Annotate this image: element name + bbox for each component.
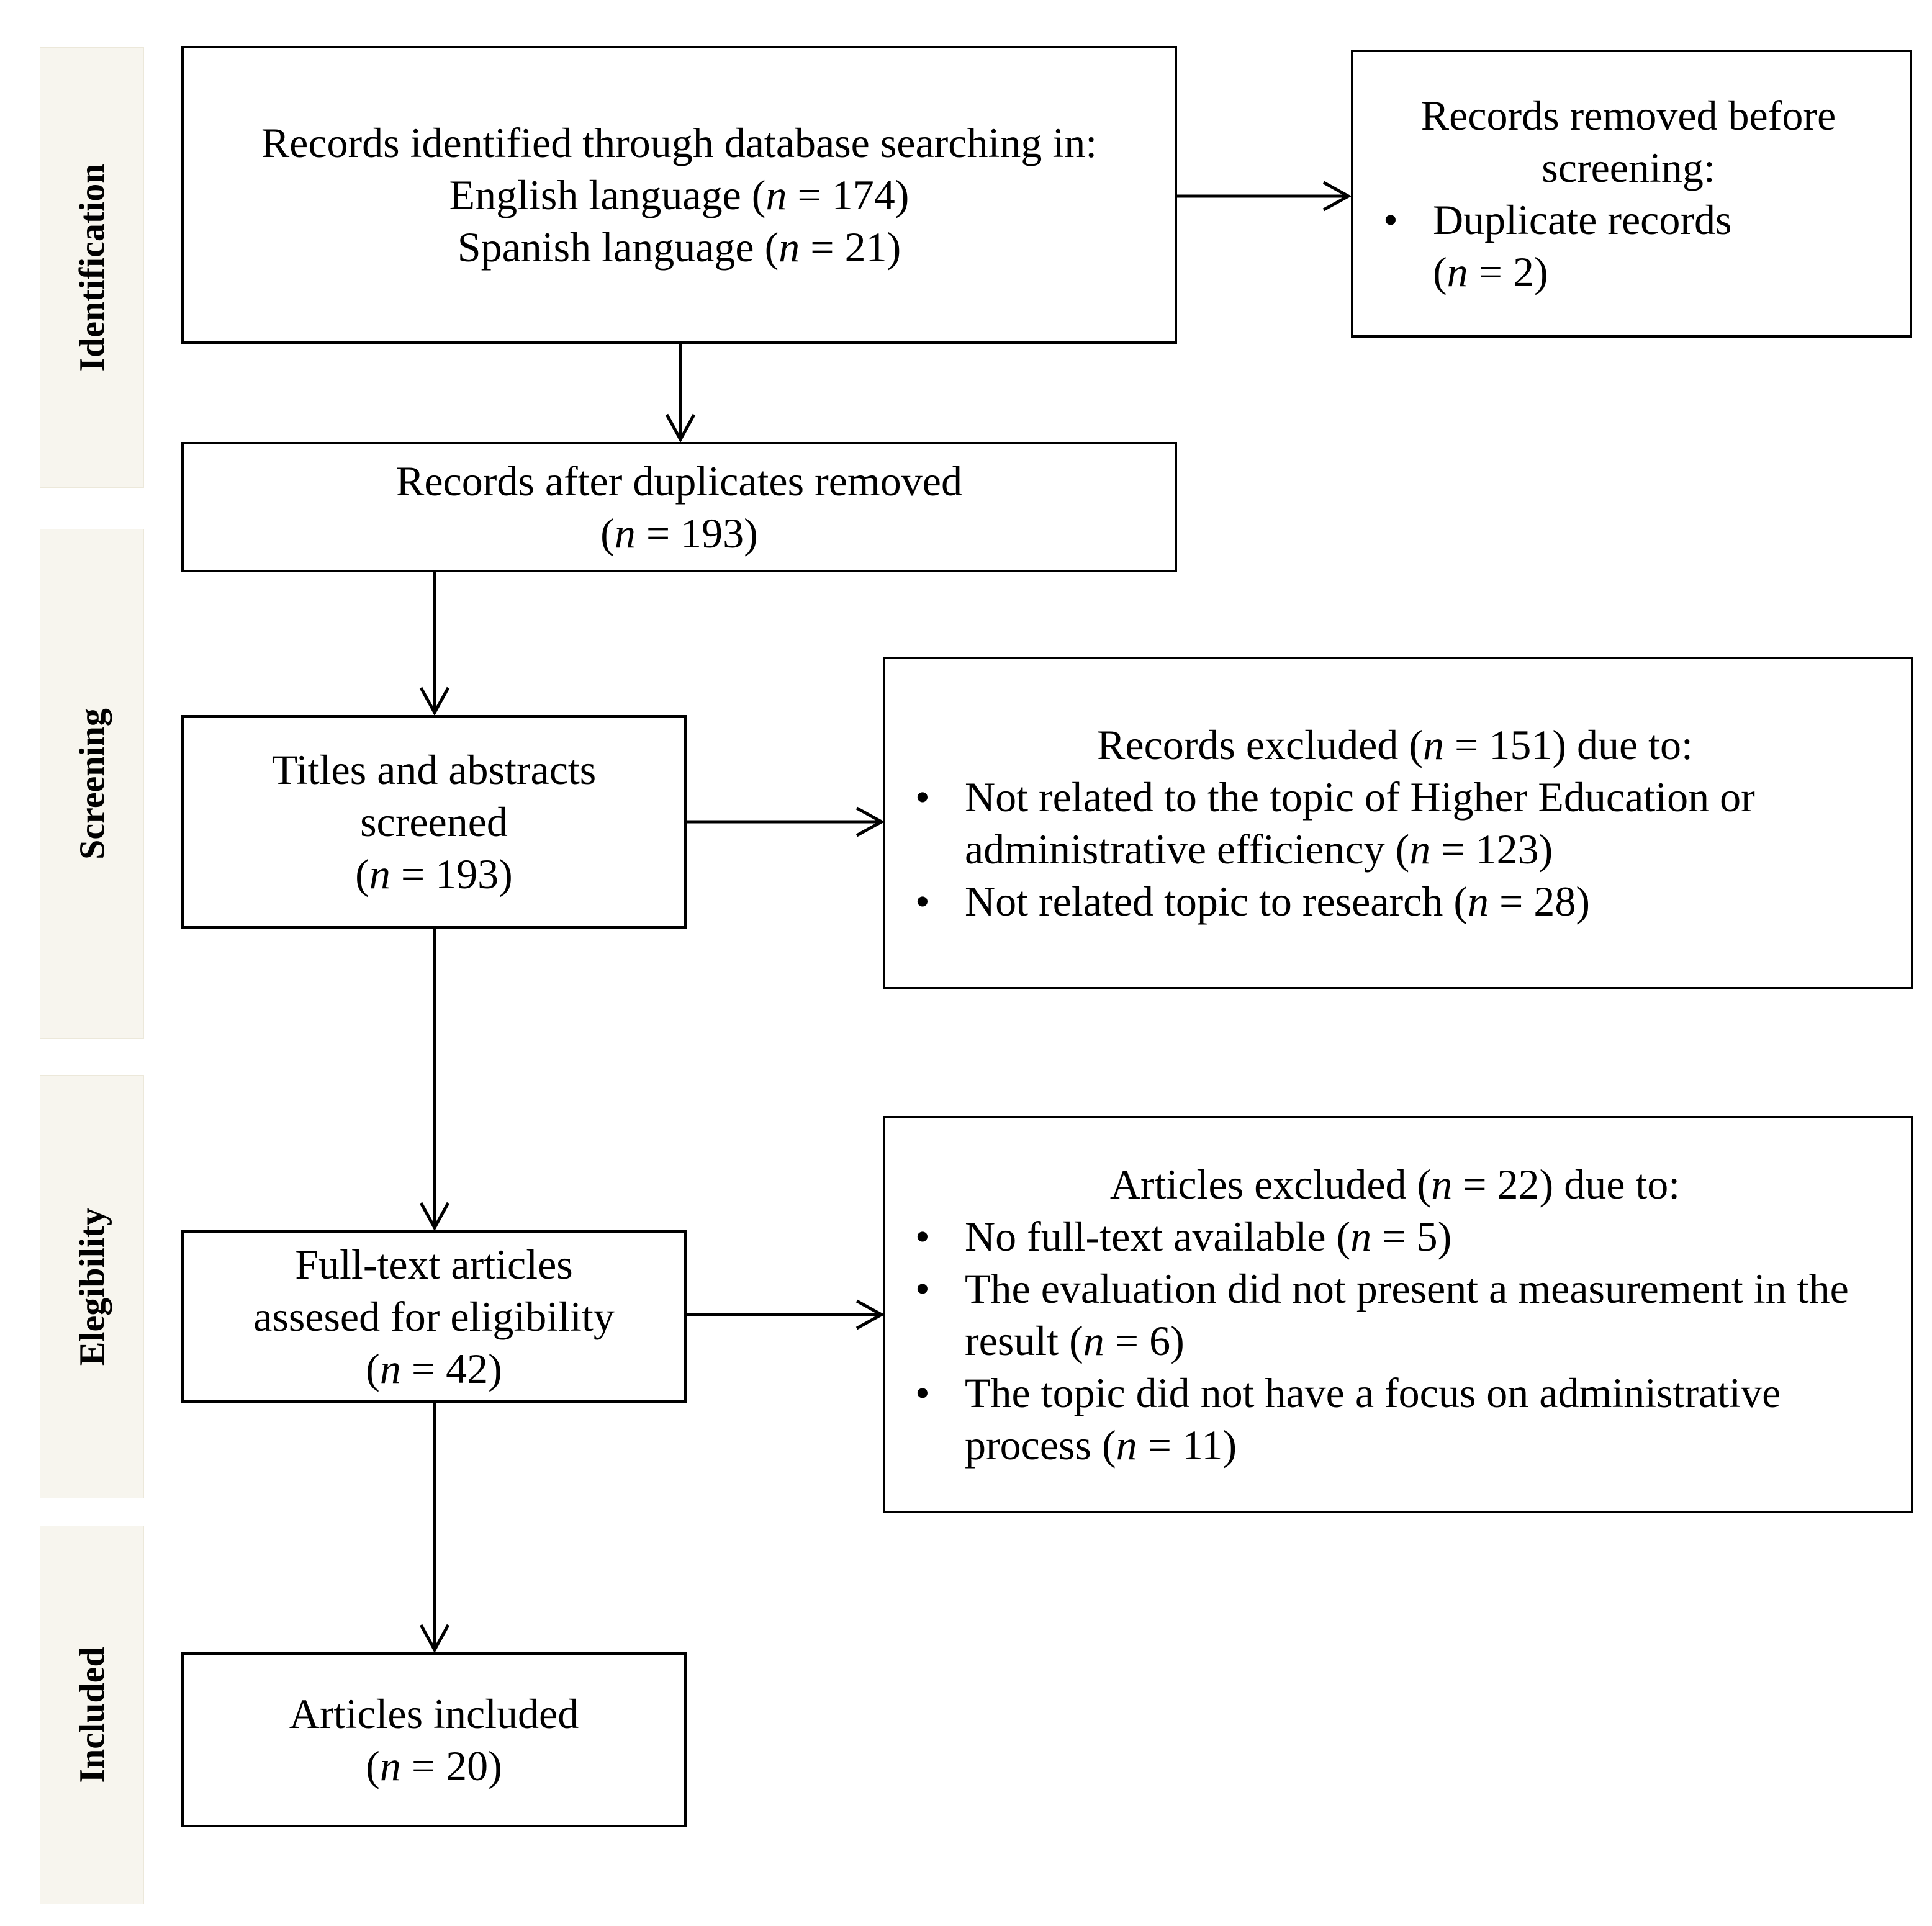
spanish-label: Spanish language [457, 223, 754, 271]
removed-item-text: Duplicate records [1433, 196, 1732, 243]
records-excluded-item-text: Not related topic to research [965, 878, 1443, 925]
full-text-line-2: assesed for eligibility [253, 1293, 615, 1340]
after-duplicates-title: Records after duplicates removed [396, 457, 962, 505]
spanish-count: 21 [844, 223, 887, 271]
box-full-text-assessed: Full-text articles assesed for eligibili… [181, 1230, 687, 1403]
removed-item-duplicates: Duplicate records (n = 2) [1378, 194, 1879, 298]
arrowhead-removed [1322, 181, 1352, 212]
articles-excluded-heading: Articles excluded (n = 22) due to: [1109, 1161, 1681, 1208]
articles-excluded-item-text: No full-text available [965, 1213, 1326, 1260]
box-records-excluded: Records excluded (n = 151) due to: Not r… [883, 657, 1913, 989]
included-count: 20 [446, 1742, 489, 1789]
phase-included: Included [40, 1526, 144, 1904]
articles-excluded-item-count: 5 [1416, 1213, 1438, 1260]
full-text-count-line: (n = 42) [366, 1345, 502, 1392]
articles-excluded-item-count: 11 [1181, 1421, 1223, 1469]
arrowhead-screened [419, 686, 450, 716]
articles-excluded-item-3: The topic did not have a focus on admini… [910, 1367, 1880, 1471]
records-excluded-item-count: 28 [1533, 878, 1576, 925]
articles-excluded-item-1: No full-text available (n = 5) [910, 1210, 1880, 1262]
screened-count: 193 [435, 850, 499, 898]
after-duplicates-count-line: (n = 193) [600, 510, 758, 557]
screened-count-line: (n = 193) [355, 850, 513, 898]
articles-excluded-item-2: The evaluation did not present a measure… [910, 1262, 1880, 1367]
arrowhead-records-excluded [855, 806, 885, 837]
phase-identification: Identification [40, 47, 144, 488]
arrowhead-included [419, 1624, 450, 1654]
box-records-identified: Records identified through database sear… [181, 46, 1177, 344]
full-text-count: 42 [446, 1345, 489, 1392]
records-excluded-item-text: Not related to the topic of Higher Educa… [965, 773, 1755, 873]
box-titles-abstracts-screened: Titles and abstracts screened (n = 193) [181, 715, 687, 929]
records-excluded-item-count: 123 [1475, 826, 1539, 873]
articles-excluded-item-text: The evaluation did not present a measure… [965, 1265, 1849, 1364]
phase-eligibility: Elegibility [40, 1075, 144, 1498]
screened-line-2: screened [360, 798, 508, 845]
box-records-after-duplicates: Records after duplicates removed (n = 19… [181, 442, 1177, 572]
records-excluded-item-1: Not related to the topic of Higher Educa… [910, 771, 1880, 875]
box-articles-excluded: Articles excluded (n = 22) due to: No fu… [883, 1116, 1913, 1513]
arrowhead-after-duplicates [665, 413, 696, 443]
records-excluded-count: 151 [1489, 721, 1553, 768]
articles-excluded-count: 22 [1497, 1161, 1540, 1208]
included-title: Articles included [289, 1690, 579, 1737]
identified-english: English language (n = 174) [449, 171, 910, 218]
phase-screening: Screening [40, 529, 144, 1039]
arrowhead-articles-excluded [855, 1299, 885, 1330]
records-excluded-item-2: Not related topic to research (n = 28) [910, 875, 1880, 927]
after-duplicates-count: 193 [680, 510, 744, 557]
included-count-line: (n = 20) [366, 1742, 502, 1789]
records-excluded-heading: Records excluded (n = 151) due to: [1097, 721, 1693, 768]
full-text-line-1: Full-text articles [295, 1241, 573, 1288]
arrowhead-full-text [419, 1202, 450, 1231]
articles-excluded-item-count: 6 [1149, 1317, 1171, 1364]
identified-spanish: Spanish language (n = 21) [457, 223, 901, 271]
records-excluded-suffix: due to: [1576, 721, 1693, 768]
removed-item-count: 2 [1513, 248, 1535, 295]
box-records-removed-before-screening: Records removed before screening: Duplic… [1351, 50, 1912, 338]
removed-heading-1: Records removed before [1420, 92, 1836, 139]
records-excluded-title: Records excluded [1097, 721, 1399, 768]
articles-excluded-title: Articles excluded [1109, 1161, 1407, 1208]
box-articles-included: Articles included (n = 20) [181, 1652, 687, 1827]
english-count: 174 [831, 171, 895, 218]
identified-heading: Records identified through database sear… [261, 119, 1098, 166]
english-label: English language [449, 171, 741, 218]
articles-excluded-item-text: The topic did not have a focus on admini… [965, 1369, 1781, 1469]
screened-line-1: Titles and abstracts [271, 746, 597, 793]
articles-excluded-suffix: due to: [1564, 1161, 1681, 1208]
removed-heading-2: screening: [1542, 144, 1715, 191]
